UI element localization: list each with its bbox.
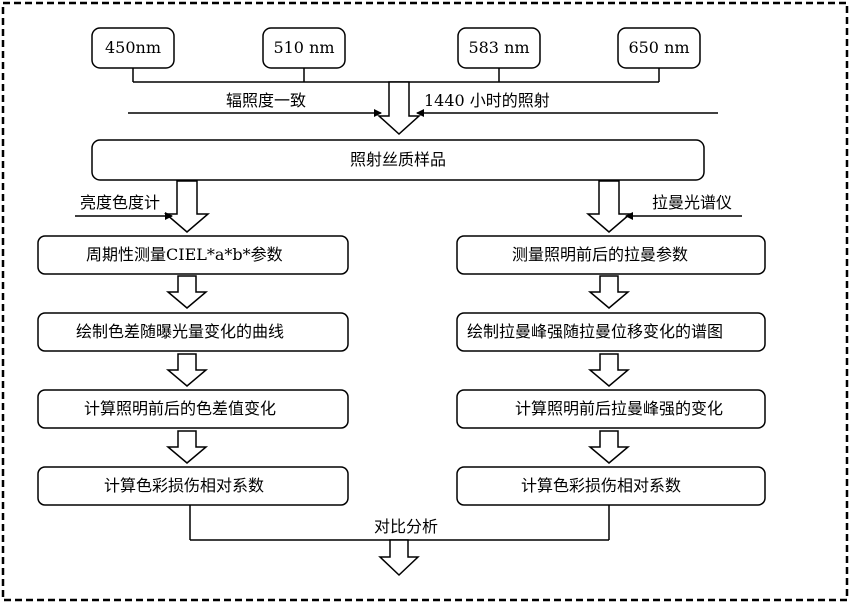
left-step-box-2 <box>37 312 349 352</box>
right-step-box-1 <box>456 235 766 275</box>
right-step-box-3 <box>456 389 766 429</box>
final-down-arrow <box>378 539 420 577</box>
wavelength-label-450: 450nm <box>104 38 161 57</box>
merge-label: 对比分析 <box>374 517 439 536</box>
left-down-arrow-1 <box>163 180 211 233</box>
right-step-box-4 <box>456 466 766 506</box>
wavelength-label-650: 650 nm <box>628 38 690 57</box>
left-step-4-label: 计算色彩损伤相对系数 <box>104 476 265 495</box>
left-step-box-3 <box>37 389 349 429</box>
right-step-2-label: 绘制拉曼峰强随拉曼位移变化的谱图 <box>467 322 724 341</box>
duration-label: 1440 小时的照射 <box>424 91 550 110</box>
left-down-arrow-2 <box>165 275 209 309</box>
right-down-arrow-3 <box>587 353 631 387</box>
sample-label: 照射丝质样品 <box>349 150 446 169</box>
right-step-3-label: 计算照明前后拉曼峰强的变化 <box>515 399 724 418</box>
wavelength-label-583: 583 nm <box>468 38 530 57</box>
right-step-1-label: 测量照明前后的拉曼参数 <box>512 245 689 264</box>
right-step-box-2 <box>456 312 766 352</box>
right-down-arrow-1 <box>585 180 633 233</box>
right-down-arrow-2 <box>587 275 631 309</box>
left-instrument-label: 亮度色度计 <box>80 193 161 212</box>
left-step-1-label: 周期性测量CIEL*a*b*参数 <box>86 245 283 264</box>
wavelength-label-510: 510 nm <box>273 38 335 57</box>
irradiance-label: 辐照度一致 <box>226 91 307 110</box>
main-down-arrow <box>377 81 421 136</box>
left-step-box-4 <box>37 466 349 506</box>
left-down-arrow-3 <box>165 353 209 387</box>
left-step-3-label: 计算照明前后的色差值变化 <box>84 399 277 418</box>
right-instrument-label: 拉曼光谱仪 <box>652 193 733 212</box>
sample-box <box>91 139 705 181</box>
left-down-arrow-4 <box>165 430 209 464</box>
right-step-4-label: 计算色彩损伤相对系数 <box>521 476 682 495</box>
left-step-2-label: 绘制色差随曝光量变化的曲线 <box>76 322 285 341</box>
right-down-arrow-4 <box>587 430 631 464</box>
left-step-box-1 <box>37 235 349 275</box>
